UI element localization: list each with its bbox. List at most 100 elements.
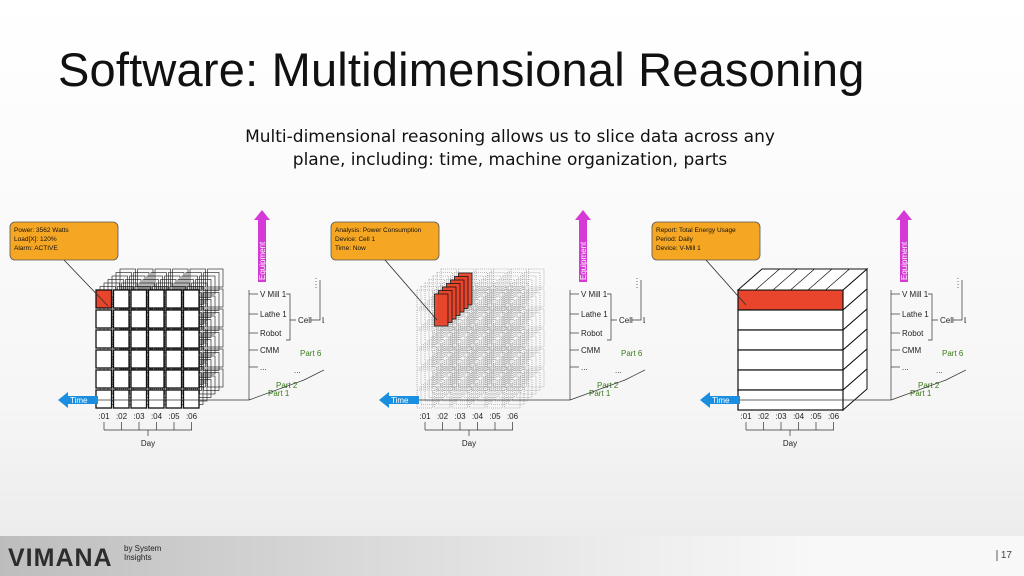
cube-cell-back — [459, 382, 476, 402]
slab-top-line — [807, 268, 833, 291]
cube-cell — [182, 349, 200, 369]
cube-cell-back — [512, 362, 529, 382]
part-label: Part 1 — [589, 389, 611, 398]
part-label: ... — [936, 366, 943, 375]
cube-cell-back — [432, 315, 449, 335]
cube-cell-back — [481, 319, 498, 338]
cube-cell-back — [420, 386, 437, 405]
cube-cell — [95, 329, 113, 349]
cube-cell-back — [424, 382, 441, 402]
subtitle-line-2: plane, including: time, machine organiza… — [292, 150, 728, 170]
cube-cell-back — [508, 366, 525, 385]
time-arrow-icon — [379, 392, 419, 408]
cube-cell-back — [528, 328, 545, 348]
cube-cell-back — [442, 322, 459, 342]
cube-cell-back — [506, 312, 523, 331]
time-tick-label: :03 — [454, 412, 466, 421]
cube-cell-back — [455, 366, 472, 385]
slab — [737, 349, 844, 371]
cube-cell-back — [440, 348, 457, 368]
slide-title: Software: Multidimensional Reasoning — [58, 43, 865, 96]
page-number: 17 — [995, 550, 1012, 561]
cube-cell-back — [489, 332, 506, 351]
line-label: Line — [322, 316, 324, 325]
cube-cell — [504, 329, 521, 349]
subtitle-line-1: Multi-dimensional reasoning allows us to… — [245, 127, 775, 147]
equipment-label: Lathe 1 — [902, 310, 929, 319]
cube-cell-back — [446, 379, 463, 398]
time-tick-label: :02 — [758, 412, 770, 421]
time-tick-label: :05 — [168, 412, 180, 421]
cube-cell-back — [475, 308, 492, 328]
cube-cell-back — [489, 272, 506, 291]
time-tick-label: :04 — [472, 412, 484, 421]
cube-cell-back — [481, 279, 498, 298]
cube-cell-back — [506, 352, 523, 371]
cube-cell-back — [428, 339, 445, 358]
cube-cell-back — [508, 306, 525, 325]
cube-cell-back — [498, 279, 515, 298]
part-label: Part 1 — [268, 389, 290, 398]
cube-cell — [182, 389, 200, 409]
cube-cell-back — [481, 339, 498, 358]
cube-cell — [112, 349, 130, 369]
cube-cell-back — [524, 312, 541, 331]
line-connector — [953, 280, 963, 321]
cube-cell-back — [493, 328, 510, 348]
cube-cell-back — [475, 268, 492, 288]
cube-cell-back — [481, 359, 498, 378]
cube-cell-back — [440, 328, 457, 348]
cube-cell-back — [455, 346, 472, 365]
cube-cell-back — [471, 352, 488, 371]
cube-cell-back — [471, 372, 488, 391]
cell-bracket — [928, 293, 938, 341]
cube-cell-back — [498, 379, 515, 398]
cube-cell — [130, 389, 148, 409]
cube-cell-back — [516, 299, 533, 318]
day-bracket — [104, 429, 192, 436]
cube-cell — [504, 389, 521, 409]
cube-cell — [416, 309, 433, 329]
cube-cell — [112, 289, 130, 309]
cube-cell-back — [455, 386, 472, 405]
time-tick-label: :06 — [828, 412, 840, 421]
time-axis-label: Time — [712, 396, 730, 405]
cube-cell-back — [420, 346, 437, 365]
cube-cell-back — [510, 328, 527, 348]
cell-bracket — [607, 293, 617, 341]
cube-cell — [165, 329, 183, 349]
cube-cell-back — [512, 342, 529, 362]
tagline-line-2: Insights — [124, 553, 152, 562]
cube-cell — [416, 349, 433, 369]
equipment-label: CMM — [902, 346, 921, 355]
callout-line-1: Report: Total Energy Usage — [656, 227, 736, 234]
day-label: Day — [783, 439, 797, 448]
cube-cell-back — [494, 322, 511, 342]
time-tick-label: :03 — [133, 412, 145, 421]
cube-cell — [112, 389, 130, 409]
equipment-arrow-icon — [896, 210, 912, 282]
cube-cell — [486, 329, 503, 349]
cube-cell-back — [489, 352, 506, 371]
line-label: Line — [964, 316, 966, 325]
cube-cell — [416, 329, 433, 349]
equipment-axis-label: Equipment — [579, 241, 588, 280]
cube-cell-back — [516, 319, 533, 338]
cube-cell-back — [432, 335, 449, 355]
equipment-label: ... — [902, 363, 909, 372]
product-axis — [890, 369, 967, 401]
line-connector — [632, 280, 642, 321]
cube-cell — [504, 289, 521, 309]
cube-cell — [147, 389, 165, 409]
slab — [737, 369, 844, 391]
cube-cell — [112, 309, 130, 329]
cube-cell — [130, 309, 148, 329]
cube-cell-back — [477, 322, 494, 342]
slide-subtitle: Multi-dimensional reasoning allows us to… — [210, 126, 810, 172]
cube-cell — [434, 329, 451, 349]
cube-cell — [147, 329, 165, 349]
cube-cell — [147, 349, 165, 369]
